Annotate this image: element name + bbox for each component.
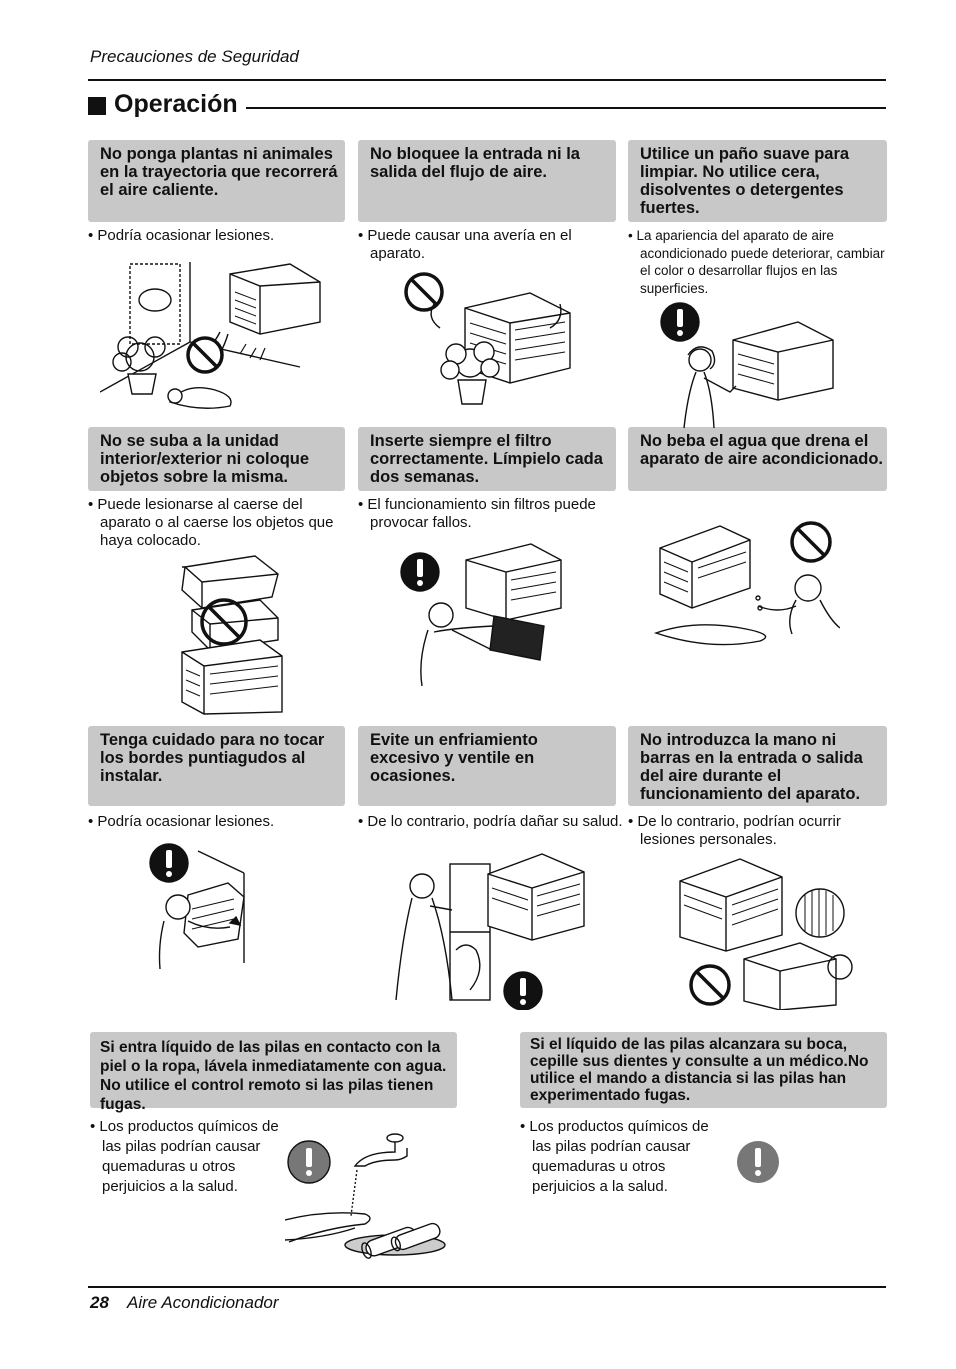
mandatory-icon: [287, 1140, 331, 1184]
caution-box-airflow: No bloquee la entrada ni la salida del f…: [358, 140, 616, 222]
caution-note-hands: • De lo contrario, podrían ocurrir lesio…: [628, 813, 841, 848]
mandatory-icon: [660, 302, 700, 342]
illustration-cooling: [392, 850, 592, 1010]
caution-box-hands: No introduzca la mano ni barras en la en…: [628, 726, 887, 806]
page-number: 28: [90, 1293, 109, 1312]
caution-box-cleaning: Utilice un paño suave para limpiar. No u…: [628, 140, 887, 222]
caution-box-cooling: Evite un enfriamiento excesivo y ventile…: [358, 726, 616, 806]
caution-note-cleaning: • La apariencia del aparato de aire acon…: [628, 228, 885, 296]
caution-note-plants: • Podría ocasionar lesiones.: [88, 227, 275, 244]
illustration-filter: [396, 540, 566, 690]
caution-note-battery-skin: • Los productos químicos de las pilas po…: [90, 1118, 279, 1195]
illustration-climb: [160, 552, 300, 717]
caution-note-climb: • Puede lesionarse al caerse del aparato…: [88, 496, 334, 549]
section-title: Operación: [114, 90, 238, 118]
illustration-airflow: [400, 268, 600, 413]
caution-note-airflow: • Puede causar una avería en el aparato.: [358, 227, 572, 262]
caution-note-cooling: • De lo contrario, podría dañar su salud…: [358, 813, 623, 830]
mandatory-icon: [400, 552, 440, 592]
footer-rule: [88, 1286, 886, 1288]
header-rule: [88, 79, 886, 81]
illustration-edges: [148, 843, 258, 973]
caution-box-plants: No ponga plantas ni animales en la traye…: [88, 140, 345, 222]
caution-note-filter: • El funcionamiento sin filtros puede pr…: [358, 496, 596, 531]
illustration-water: [650, 518, 840, 658]
icon-battery-mouth: [734, 1138, 782, 1186]
caution-box-edges: Tenga cuidado para no tocar los bordes p…: [88, 726, 345, 806]
page-header-title: Precauciones de Seguridad: [90, 47, 299, 66]
illustration-hands: [660, 855, 860, 1010]
mandatory-icon: [503, 971, 543, 1010]
caution-box-battery-mouth: Si el líquido de las pilas alcanzara su …: [520, 1032, 887, 1108]
section-rule: [246, 107, 886, 109]
caution-box-climb: No se suba a la unidad interior/exterior…: [88, 427, 345, 491]
caution-box-water: No beba el agua que drena el aparato de …: [628, 427, 887, 491]
caution-box-filter: Inserte siempre el filtro correctamente.…: [358, 427, 616, 491]
mandatory-icon: [149, 843, 189, 883]
section-marker: [88, 97, 106, 115]
caution-box-battery-skin: Si entra líquido de las pilas en contact…: [90, 1032, 457, 1113]
footer-title: Aire Acondicionador: [127, 1293, 279, 1312]
mandatory-icon: [737, 1141, 779, 1183]
illustration-battery-skin: [285, 1130, 465, 1275]
illustration-plants: [100, 262, 330, 412]
illustration-cleaning: [658, 300, 848, 430]
caution-note-edges: • Podría ocasionar lesiones.: [88, 813, 275, 830]
caution-note-battery-mouth: • Los productos químicos de las pilas po…: [520, 1118, 709, 1195]
